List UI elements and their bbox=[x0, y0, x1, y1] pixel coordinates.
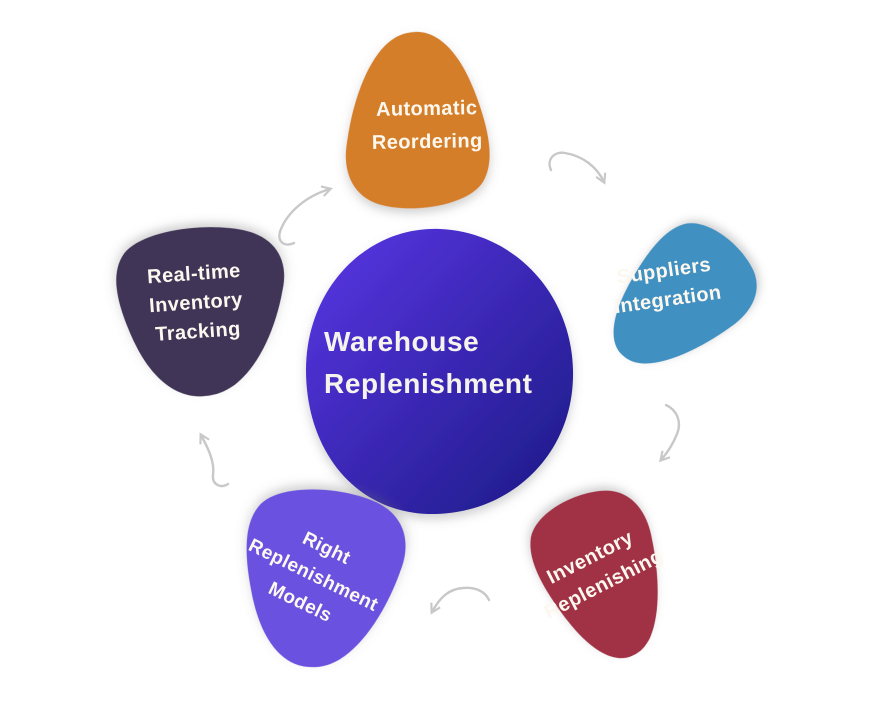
real-time-inventory-tracking-label: Real-time Inventory Tracking bbox=[83, 252, 309, 354]
arrow-models-to-tracking-icon bbox=[199, 432, 230, 488]
arrow-suppliers-to-replenishing-icon bbox=[659, 403, 681, 463]
center-label: Warehouse Replenishment bbox=[324, 321, 533, 405]
node-label-line: Reordering bbox=[371, 130, 483, 154]
node-label-line: Automatic bbox=[375, 97, 478, 121]
arrow-replenishing-to-models-icon bbox=[430, 586, 491, 615]
center-label-line-1: Warehouse bbox=[324, 326, 480, 357]
arrow-tracking-to-reordering-icon bbox=[278, 185, 333, 246]
arrow-reordering-to-suppliers-icon bbox=[548, 151, 607, 185]
warehouse-replenishment-blob bbox=[306, 228, 574, 515]
center-label-line-2: Replenishment bbox=[324, 368, 533, 399]
automatic-reordering-label: Automatic Reordering bbox=[316, 91, 537, 161]
